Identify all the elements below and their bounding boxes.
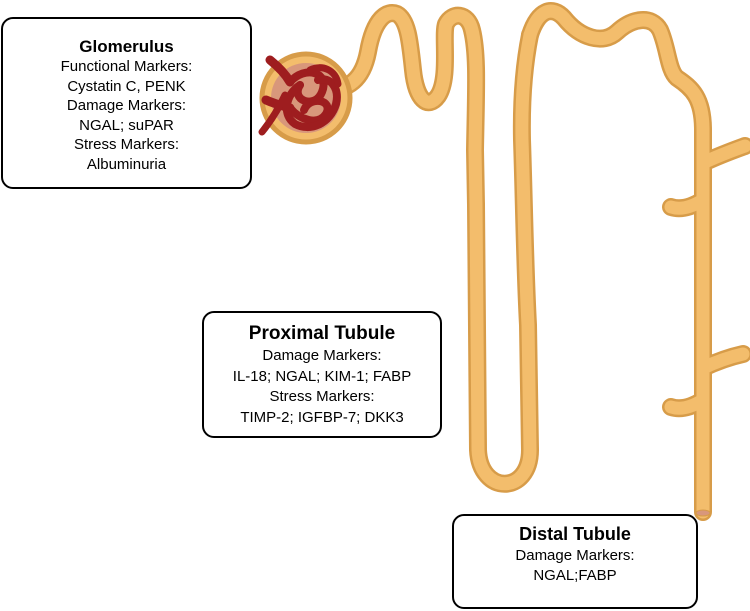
- glomerulus-line-2: Cystatin C, PENK: [67, 77, 186, 95]
- distal-convoluted-tubule: [523, 4, 710, 519]
- glomerulus-line-4: NGAL; suPAR: [79, 116, 174, 134]
- glomerular-capillary-tuft: [258, 55, 342, 136]
- proximal-tubule-line-3: Stress Markers:: [269, 388, 375, 405]
- distal-tubule-line-1: Damage Markers:: [515, 547, 635, 564]
- distal-tubule-title: Distal Tubule: [519, 524, 631, 544]
- distal-tubule-marker-box: Distal Tubule Damage Markers: NGAL;FABP: [452, 514, 698, 609]
- proximal-tubule-marker-box: Proximal Tubule Damage Markers: IL-18; N…: [202, 311, 442, 438]
- proximal-tubule-line-2: IL-18; NGAL; KIM-1; FABP: [232, 367, 412, 385]
- capillary-loop-1: [286, 68, 328, 106]
- capillary-loop-4: [258, 91, 289, 136]
- glomerulus-line-3: Damage Markers:: [66, 97, 187, 115]
- glomerulus-marker-box: Glomerulus Functional Markers: Cystatin …: [1, 17, 252, 189]
- proximal-tubule-title: Proximal Tubule: [248, 323, 396, 344]
- glomerulus-title: Glomerulus: [79, 37, 174, 56]
- capillary-loop-5: [306, 64, 342, 88]
- distal-tubule-line-2: NGAL;FABP: [533, 567, 617, 584]
- glomerulus-line-1: Functional Markers:: [60, 58, 193, 75]
- proximal-convoluted-tubule: [313, 6, 483, 212]
- distal-convoluted-tubule-outline: [521, 2, 712, 521]
- capillary-loop-3: [282, 75, 341, 132]
- nephron-tubule: [313, 4, 750, 519]
- collecting-duct-end: [695, 509, 711, 517]
- proximal-tubule-line-1: Damage Markers:: [262, 347, 382, 364]
- capillary-loop-2: [286, 96, 332, 125]
- glomerulus-line-5: Stress Markers:: [73, 136, 179, 154]
- collecting-duct-branches: [664, 139, 750, 415]
- proximal-tubule-line-4: TIMP-2; IGFBP-7; DKK3: [240, 408, 404, 426]
- glomerulus-line-6: Albuminuria: [86, 155, 167, 173]
- loop-of-henle: [469, 28, 537, 491]
